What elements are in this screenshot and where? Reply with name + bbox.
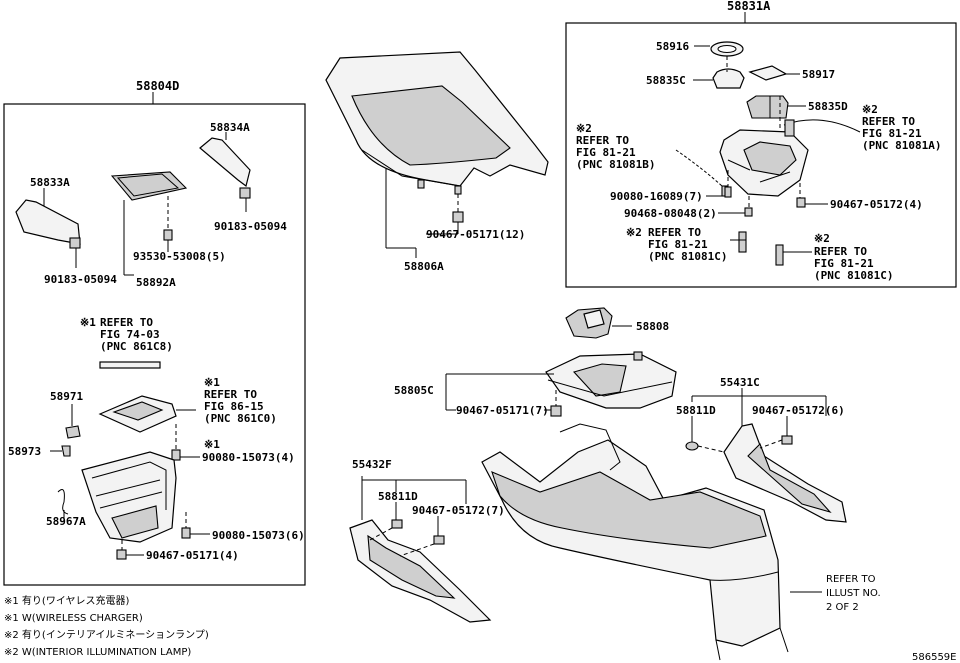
label-58806A: 58806A — [404, 260, 444, 273]
mark-x1: ※1 — [204, 438, 220, 451]
label-90467-05172-7: 90467-05172(7) — [412, 504, 505, 517]
ref-illust-line1: REFER TO — [826, 574, 876, 585]
group-label-58804D: 58804D — [136, 79, 179, 93]
legend-line-1: ※1 有り(ワイヤレス充電器) — [4, 594, 130, 607]
label-90467-05171-12: 90467-05171(12) — [426, 228, 525, 241]
group-box-58831A — [565, 22, 957, 288]
label-58805C: 58805C — [394, 384, 434, 397]
group-label-58831A: 58831A — [727, 0, 771, 13]
ref-81081C-a-line1: REFER TO — [648, 226, 701, 239]
label-58967A: 58967A — [46, 515, 86, 528]
ref-81081C-a-line3: (PNC 81081C) — [648, 250, 727, 263]
label-55432F: 55432F — [352, 458, 392, 471]
ref-81081A-line1: REFER TO — [862, 115, 915, 128]
pad-861C8 — [99, 361, 161, 369]
cap-58835C — [712, 68, 745, 89]
ref-861C8-line1: REFER TO — [100, 316, 153, 329]
label-90080-16089: 90080-16089(7) — [610, 190, 703, 203]
label-90080-15073-4: 90080-15073(4) — [202, 451, 295, 464]
label-58835C: 58835C — [646, 74, 686, 87]
ref-81081B-line2: FIG 81-21 — [576, 146, 636, 159]
ref-861C0-line1: REFER TO — [204, 388, 257, 401]
label-90467-05171-7: 90467-05171(7) — [456, 404, 549, 417]
label-93530-53008: 93530-53008(5) — [133, 250, 226, 263]
label-58916: 58916 — [656, 40, 689, 53]
ref-861C0-line2: FIG 86-15 — [204, 400, 264, 413]
lamp-81081C-b — [775, 244, 784, 266]
bracket-58833A — [15, 199, 81, 245]
ref-861C8-mark: ※1 — [80, 316, 96, 329]
lamp-81081A — [784, 119, 795, 137]
label-58834A: 58834A — [210, 121, 250, 134]
label-90080-15073-6: 90080-15073(6) — [212, 529, 305, 542]
ref-861C0-mark: ※1 — [204, 376, 220, 389]
clip-58971 — [65, 425, 81, 439]
ref-illust-line2: ILLUST NO. — [826, 588, 881, 599]
clip-90467-05171-12 — [452, 211, 464, 223]
ref-861C8-line2: FIG 74-03 — [100, 328, 160, 341]
ref-81081C-b-line1: REFER TO — [814, 245, 867, 258]
label-58917: 58917 — [802, 68, 835, 81]
ref-81081B-line3: (PNC 81081B) — [576, 158, 655, 171]
bracket-58834A — [199, 137, 251, 188]
legend-line-3: ※2 有り(インテリアイルミネーションランプ) — [4, 628, 209, 641]
ref-81081C-b-line3: (PNC 81081C) — [814, 269, 893, 282]
legend-line-2: ※1 W(WIRELESS CHARGER) — [4, 613, 143, 624]
label-90183-05094-left: 90183-05094 — [44, 273, 117, 286]
ring-58917 — [748, 65, 788, 81]
ref-81081C-b-line2: FIG 81-21 — [814, 257, 874, 270]
label-58971: 58971 — [50, 390, 83, 403]
tray-58892A — [110, 171, 188, 201]
diagram-code: 586559E — [912, 652, 957, 663]
group-box-58804D — [3, 103, 306, 586]
label-90467-05172-6: 90467-05172(6) — [752, 404, 845, 417]
lamp-81081C-a — [738, 231, 747, 253]
ref-81081C-a-mark: ※2 — [626, 226, 642, 239]
legend-line-4: ※2 W(INTERIOR ILLUMINATION LAMP) — [4, 647, 191, 658]
label-55431C: 55431C — [720, 376, 760, 389]
label-90183-05094-right: 90183-05094 — [214, 220, 287, 233]
label-90467-05171-4: 90467-05171(4) — [146, 549, 239, 562]
ref-81081B-mark: ※2 — [576, 122, 592, 135]
label-58811D-right: 58811D — [676, 404, 716, 417]
ref-861C0-line3: (PNC 861C0) — [204, 412, 277, 425]
ref-81081A-mark: ※2 — [862, 103, 878, 116]
ref-861C8-line3: (PNC 861C8) — [100, 340, 173, 353]
ref-81081C-a-line2: FIG 81-21 — [648, 238, 708, 251]
ref-81081C-b-mark: ※2 — [814, 232, 830, 245]
label-58892A: 58892A — [136, 276, 176, 289]
ref-81081B-line1: REFER TO — [576, 134, 629, 147]
label-58833A: 58833A — [30, 176, 70, 189]
bezel-58835D — [746, 95, 789, 119]
label-58835D: 58835D — [808, 100, 848, 113]
label-58973: 58973 — [8, 445, 41, 458]
label-58811D-left: 58811D — [378, 490, 418, 503]
ref-81081A-line3: (PNC 81081A) — [862, 139, 941, 152]
ref-81081A-line2: FIG 81-21 — [862, 127, 922, 140]
ref-illust-line3: 2 OF 2 — [826, 602, 859, 613]
label-90467-05172-4: 90467-05172(4) — [830, 198, 923, 211]
label-58808: 58808 — [636, 320, 669, 333]
label-90468-08048: 90468-08048(2) — [624, 207, 717, 220]
